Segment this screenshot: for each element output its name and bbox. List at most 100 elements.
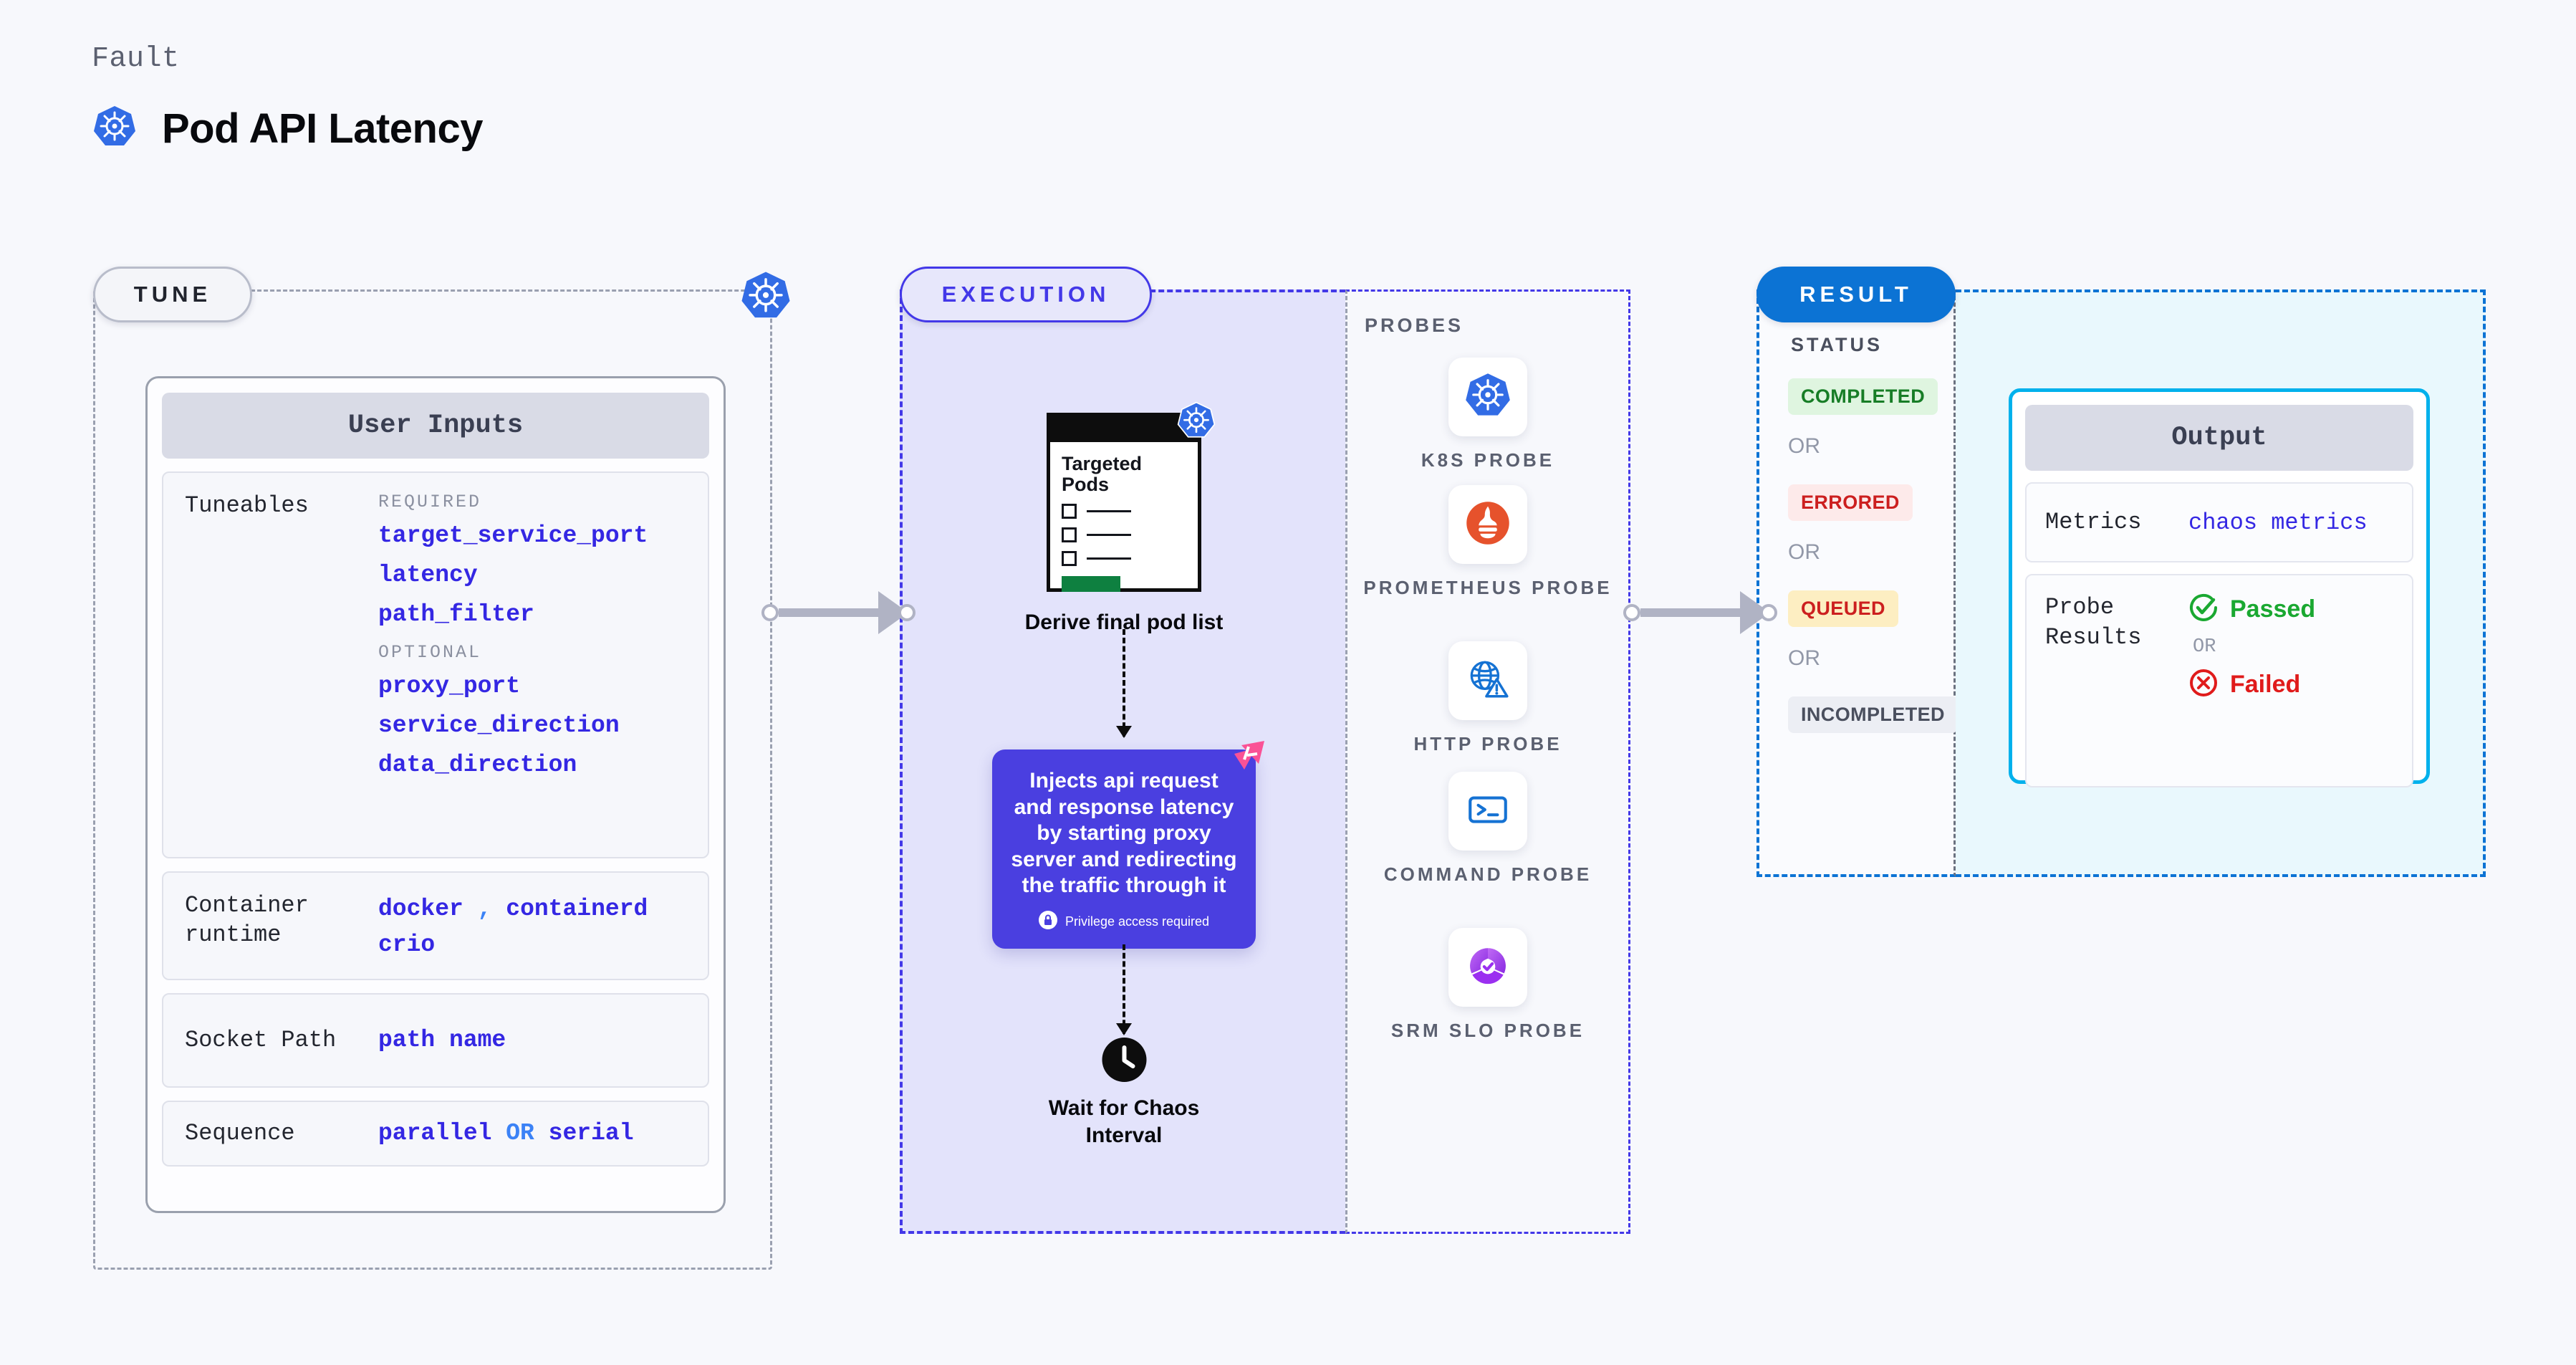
socket-path-label: Socket Path [185,1026,337,1053]
tuneable-target-service-port[interactable]: target_service_port [378,522,648,549]
sequence-or: OR [506,1120,534,1147]
probe-results-label: Probe Results [2045,594,2142,651]
inject-fault-card: Injects api request and response latency… [992,741,1264,949]
probes-panel: PROBES K8S PROBE [1345,289,1630,1234]
probe-prometheus[interactable]: PROMETHEUS PROBE [1347,485,1628,600]
terminal-icon [1464,786,1512,837]
clock-icon [1102,1038,1146,1082]
connector-execution-to-result [1623,591,1777,634]
failed-label: Failed [2230,671,2301,698]
sequence-parallel: parallel [378,1120,492,1147]
placeholder-line [1087,557,1131,560]
status-badge-completed: COMPLETED [1788,378,1938,415]
optional-group-label: OPTIONAL [378,642,482,663]
probe-srm-slo[interactable]: SRM SLO PROBE [1347,928,1628,1043]
checkbox-icon [1062,551,1077,567]
arrow-line [1123,944,1125,1034]
tuneable-data-direction[interactable]: data_direction [378,752,577,778]
probe-command[interactable]: COMMAND PROBE [1347,772,1628,887]
tuneables-label: Tuneables [185,492,309,519]
card-titlebar [1050,416,1198,442]
runtime-line-1: docker , containerd [378,891,686,927]
container-runtime-label: Container runtime [185,892,309,948]
probe-tile [1448,772,1527,851]
runtime-docker: docker [378,896,463,922]
arrow-head [1116,726,1132,738]
tuneable-service-direction[interactable]: service_direction [378,712,620,739]
prometheus-icon [1464,499,1512,551]
container-runtime-row: Container runtime docker , containerd cr… [162,871,709,980]
user-inputs-card: User Inputs Tuneables REQUIRED target_se… [145,376,726,1213]
result-status-panel: STATUS COMPLETED OR ERRORED OR QUEUED OR… [1756,289,1958,877]
flow-arrow [1116,944,1132,1035]
status-badge-errored: ERRORED [1788,484,1913,521]
kubernetes-icon [1464,371,1512,423]
probe-results-values: Passed OR Failed [2188,593,2315,701]
probe-label: HTTP PROBE [1413,733,1562,755]
green-status-bar [1062,576,1120,593]
or-label: OR [1788,646,1820,670]
list-item [1062,504,1189,519]
targeted-pods-card: Targeted Pods [1047,401,1216,593]
stage-badge-execution[interactable]: EXECUTION [900,267,1152,322]
tuneables-row: Tuneables REQUIRED target_service_port l… [162,471,709,858]
execution-panel: Targeted Pods [900,289,1345,1234]
litmus-logo-icon [1229,738,1269,778]
probe-label: SRM SLO PROBE [1390,1020,1585,1041]
x-circle-icon [2188,668,2219,701]
user-inputs-title: User Inputs [162,393,709,459]
tuneable-proxy-port[interactable]: proxy_port [378,673,521,699]
sequence-row: Sequence parallel OR serial [162,1101,709,1167]
placeholder-line [1087,510,1131,513]
tuneable-path-filter[interactable]: path_filter [378,601,534,628]
verdict-passed: Passed [2188,593,2315,626]
tune-panel: User Inputs Tuneables REQUIRED target_se… [93,289,772,1270]
container-runtime-values: docker , containerd crio [378,891,686,962]
probe-label: PROMETHEUS PROBE [1363,577,1613,598]
socket-path-value: path name [378,1027,506,1054]
kubernetes-icon [739,269,792,322]
metrics-row: Metrics chaos metrics [2025,482,2413,562]
tuneables-values: REQUIRED target_service_port latency pat… [378,492,686,792]
connector-endpoint [761,604,779,621]
targeted-pods-heading: Targeted Pods [1062,453,1143,496]
targeted-pods-body: Targeted Pods [1062,453,1189,593]
kubernetes-icon [92,104,138,153]
tuneable-latency[interactable]: latency [378,562,478,588]
stage-badge-tune[interactable]: TUNE [93,267,252,322]
connector-line [779,608,880,617]
privilege-note: Privilege access required [1008,910,1240,933]
metrics-value: chaos metrics [2188,509,2368,536]
placeholder-line [1087,534,1131,537]
output-card: Output Metrics chaos metrics Probe Resul… [2009,388,2430,787]
socket-path-values: path name [378,1022,686,1058]
wait-interval-block: Wait for Chaos Interval [1014,1038,1235,1149]
runtime-separator: , [477,896,492,922]
inject-description: Injects api request and response latency… [1011,769,1237,898]
srm-slo-icon [1464,942,1512,993]
metrics-label: Metrics [2045,509,2142,536]
status-badge-incompleted: INCOMPLETED [1788,696,1958,733]
status-badge-queued: QUEUED [1788,590,1898,627]
fault-label: Fault [92,43,180,75]
sequence-serial: serial [548,1120,634,1147]
stage-badge-result[interactable]: RESULT [1756,267,1956,322]
connector-endpoint [898,604,915,621]
kubernetes-icon [1176,401,1216,441]
or-label: OR [1788,434,1820,458]
probes-section-label: PROBES [1365,315,1464,336]
probe-k8s[interactable]: K8S PROBE [1347,358,1628,473]
runtime-containerd: containerd [506,896,648,922]
probe-tile [1448,485,1527,564]
verdict-failed: Failed [2188,668,2315,701]
probe-http[interactable]: HTTP PROBE [1347,641,1628,757]
connector-line [1640,608,1741,617]
sequence-label: Sequence [185,1119,295,1146]
checkbox-icon [1062,527,1077,543]
arrow-head [1116,1023,1132,1035]
probe-label: COMMAND PROBE [1383,863,1592,885]
lock-icon [1038,910,1057,933]
required-group-label: REQUIRED [378,492,482,512]
connector-endpoint [1623,604,1640,621]
connector-endpoint [1760,604,1777,621]
